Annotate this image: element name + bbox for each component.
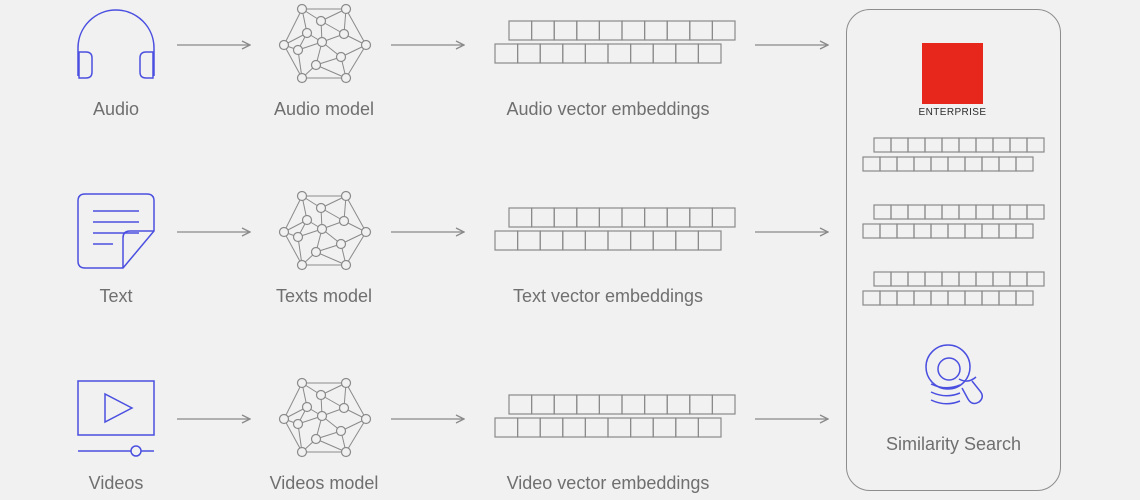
flow-arrows xyxy=(177,45,828,419)
neural-network-icon xyxy=(278,377,372,458)
enterprise-logo xyxy=(922,43,983,104)
vector-embeddings xyxy=(494,20,1045,438)
input-label-videos: Videos xyxy=(88,473,144,493)
vector-bar xyxy=(508,394,736,415)
vector-bar xyxy=(873,271,1045,287)
embeddings-label-audio: Audio vector embeddings xyxy=(506,99,710,119)
input-label-text: Text xyxy=(99,286,133,306)
vector-bar xyxy=(494,417,722,438)
vector-bar xyxy=(494,43,722,64)
magnifier-stack-icon xyxy=(925,344,983,405)
logo-text: ENTERPRISE xyxy=(918,107,987,118)
document-icon xyxy=(77,193,155,269)
vector-bar xyxy=(873,204,1045,220)
vector-bar xyxy=(508,20,736,41)
embeddings-label-videos: Video vector embeddings xyxy=(506,473,710,493)
vector-bar xyxy=(873,137,1045,153)
neural-network-icon xyxy=(278,190,372,271)
vector-bar xyxy=(494,230,722,251)
model-label-text: Texts model xyxy=(275,286,373,306)
video-player-icon xyxy=(77,380,155,457)
neural-networks xyxy=(278,3,372,458)
vector-bar xyxy=(508,207,736,228)
vector-bar xyxy=(862,156,1034,172)
input-label-audio: Audio xyxy=(92,99,140,119)
model-label-audio: Audio model xyxy=(273,99,375,119)
model-label-videos: Videos model xyxy=(269,473,379,493)
vector-bar xyxy=(862,290,1034,306)
vector-database-panel xyxy=(846,9,1061,491)
vector-bar xyxy=(862,223,1034,239)
similarity-search-label: Similarity Search xyxy=(885,434,1022,454)
embeddings-label-text: Text vector embeddings xyxy=(512,286,704,306)
headphones-icon xyxy=(77,9,155,79)
neural-network-icon xyxy=(278,3,372,84)
